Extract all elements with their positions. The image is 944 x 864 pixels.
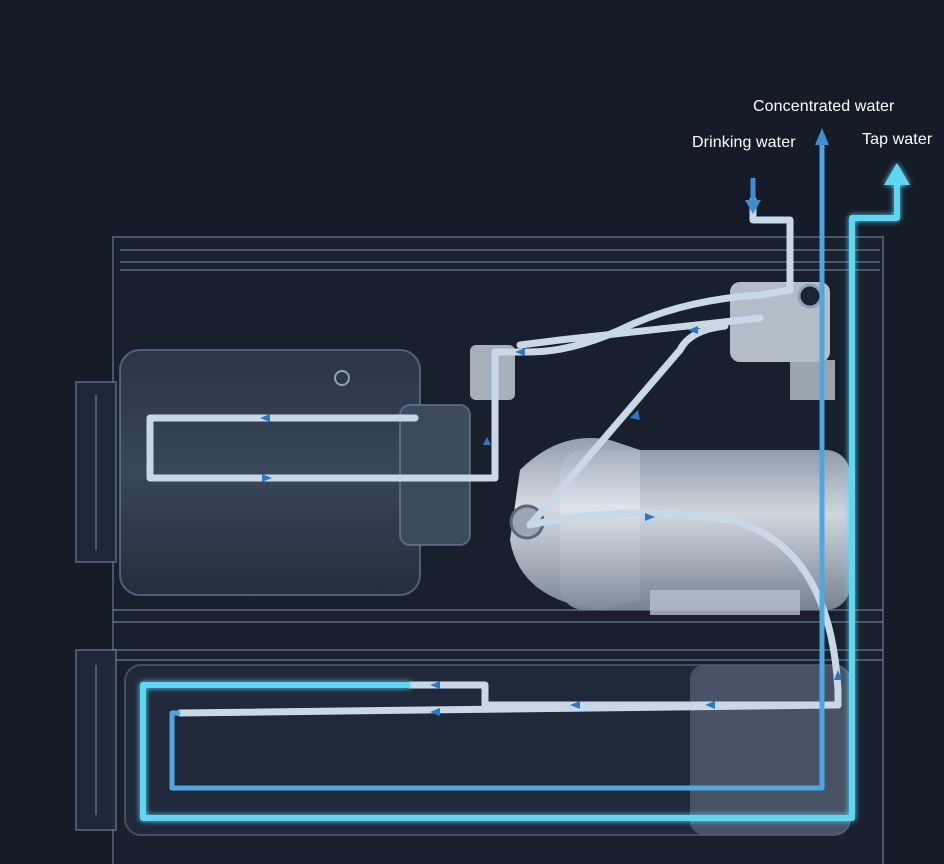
booster-pump (509, 438, 850, 615)
lower-loop-pipe (169, 140, 825, 791)
tap-water-pipe (140, 178, 900, 821)
concentrated-water-label: Concentrated water (753, 98, 895, 115)
drinking-water-label: Drinking water (692, 134, 796, 151)
valve-block (470, 282, 835, 400)
concentrated-water-arrow-icon (815, 128, 829, 145)
flow-direction-markers (260, 326, 842, 716)
drinking-water-arrow-icon (745, 178, 761, 214)
tap-water-arrow-icon (884, 163, 910, 185)
upper-filter-cartridge (119, 349, 471, 596)
tap-water-label: Tap water (862, 131, 933, 148)
